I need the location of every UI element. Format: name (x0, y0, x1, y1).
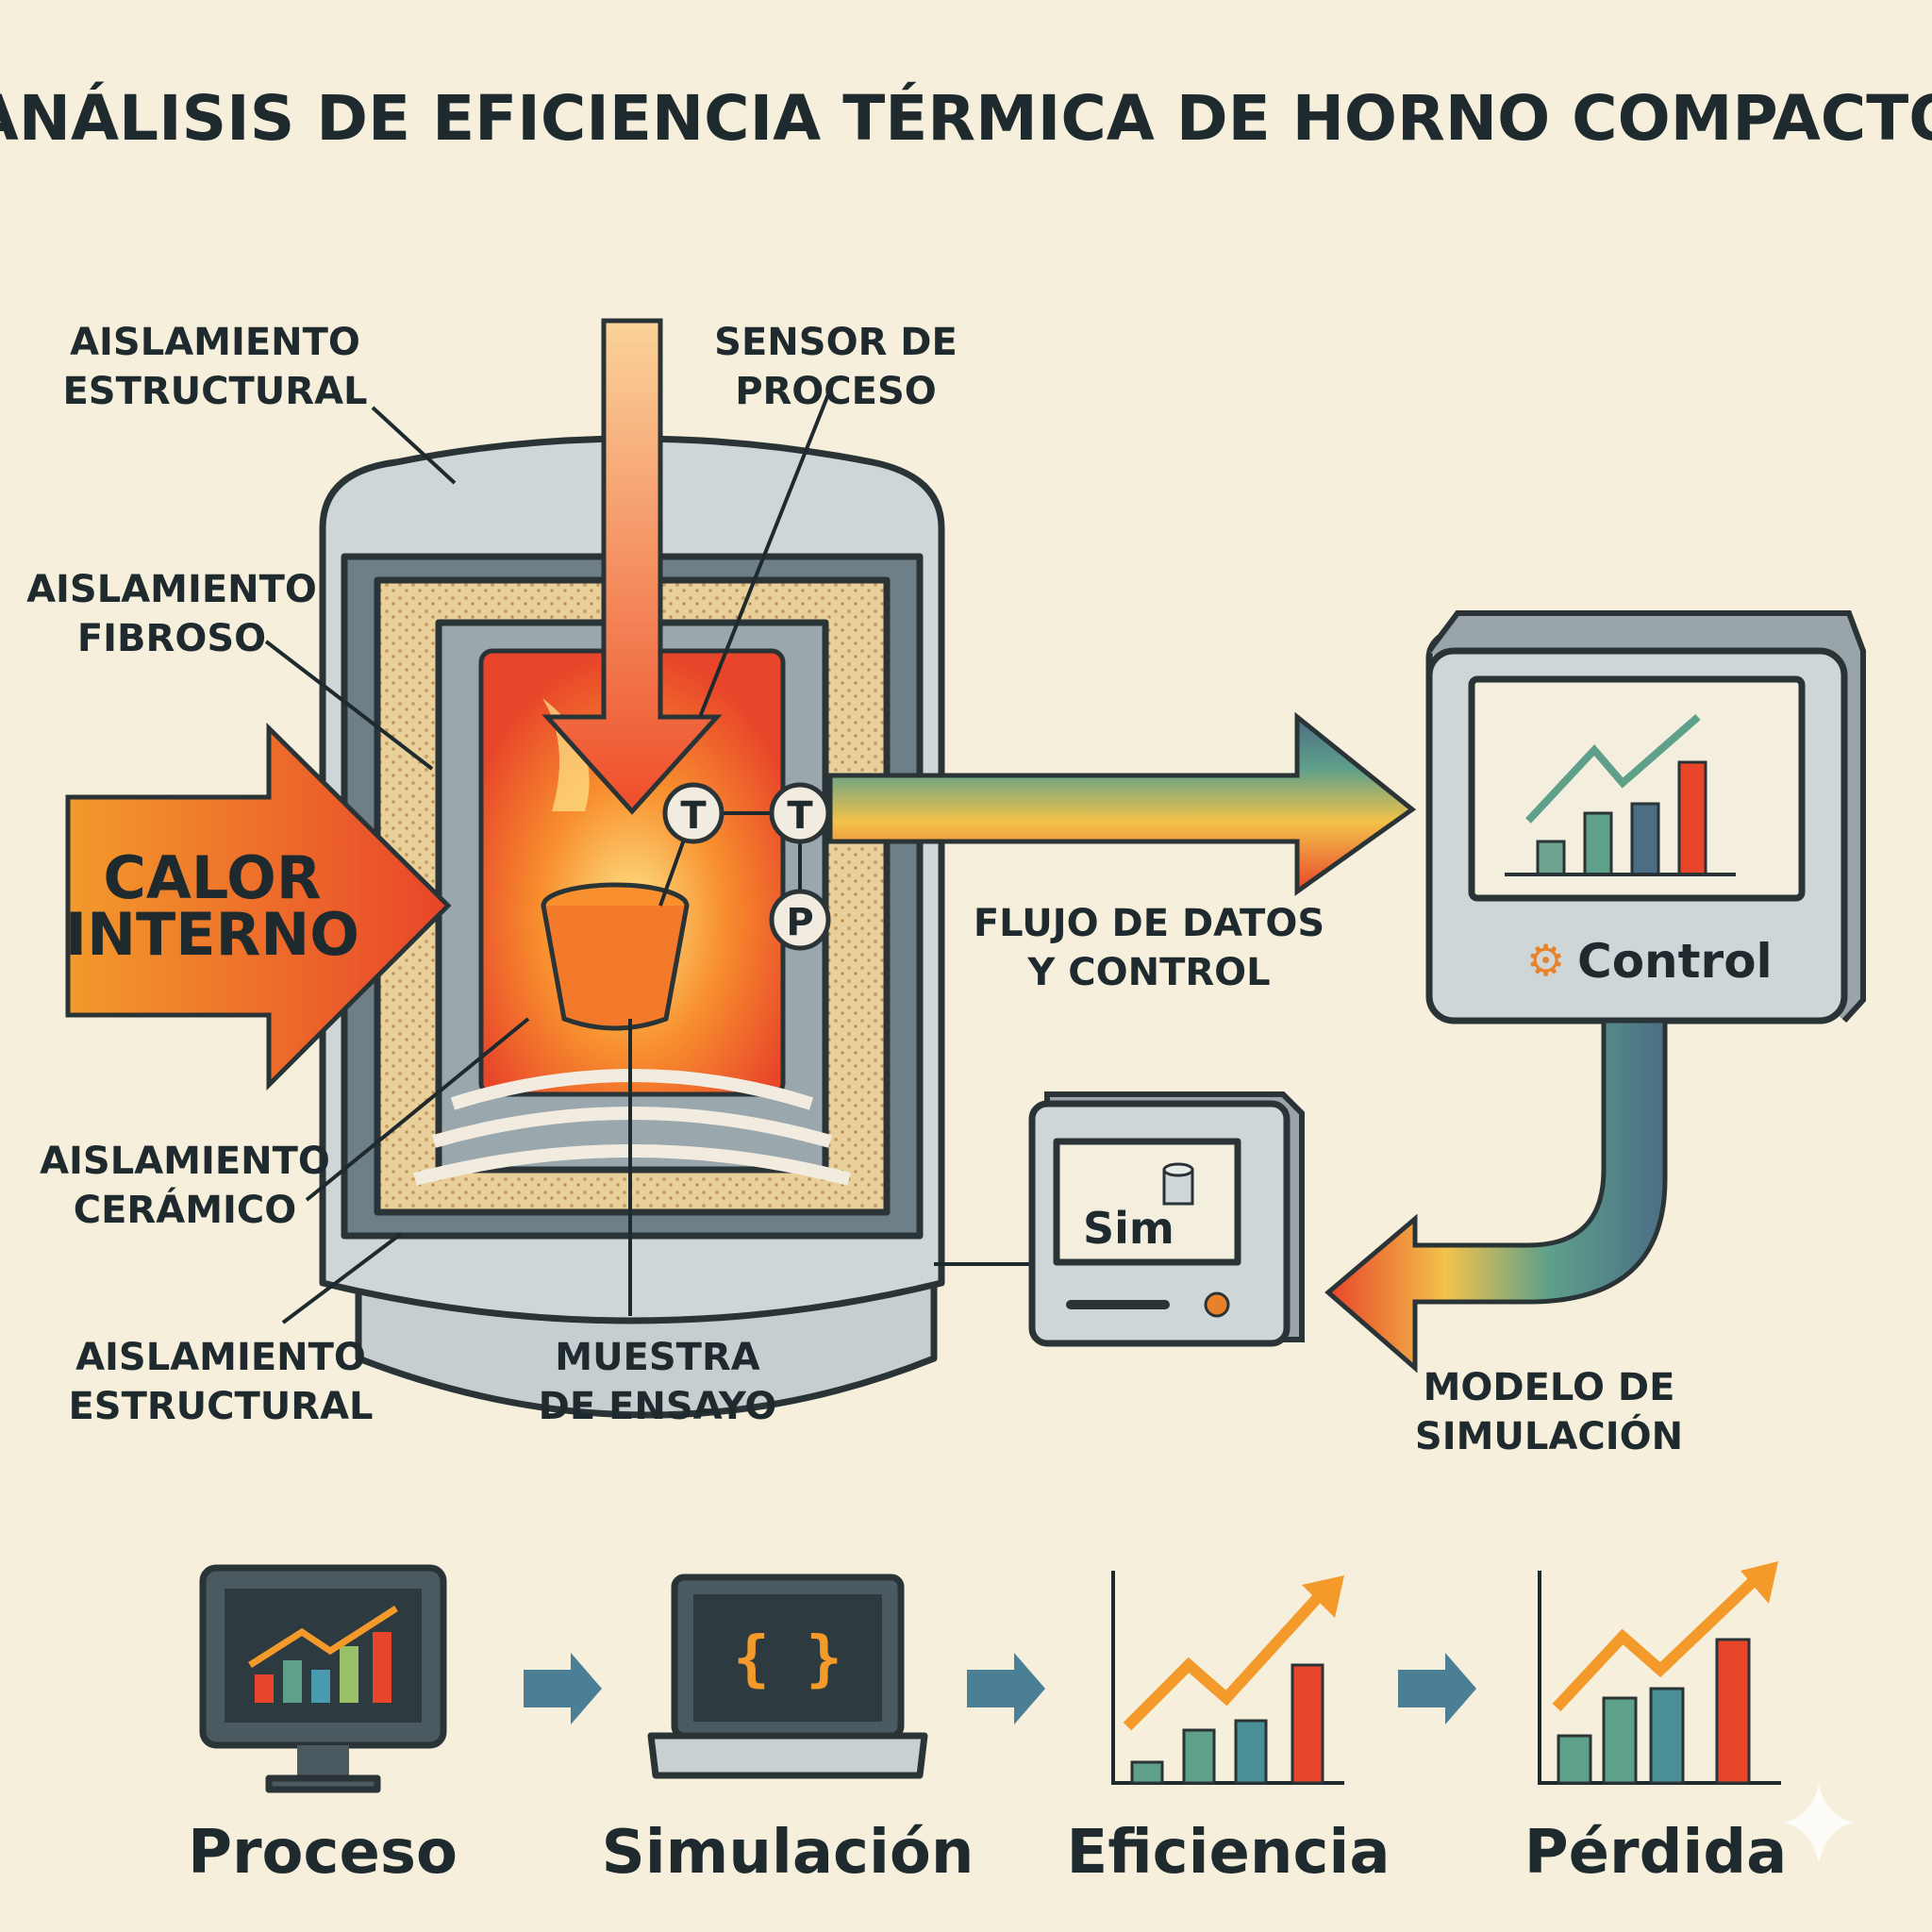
workflow-step-simulacion[interactable]: { } Simulación (602, 1574, 974, 1888)
label-muestra-ensayo: DE ENSAYO (539, 1385, 777, 1428)
workflow-label: Eficiencia (1066, 1818, 1390, 1888)
workflow-label: Pérdida (1524, 1818, 1788, 1888)
control-panel[interactable]: ⚙ Control (1425, 610, 1866, 1024)
label-aislamiento-estructural-bottom: AISLAMIENTO (75, 1336, 366, 1379)
label-modelo-simulacion: SIMULACIÓN (1415, 1413, 1683, 1458)
workflow-step-proceso[interactable]: Proceso (188, 1564, 458, 1888)
workflow-step-perdida[interactable]: Pérdida (1524, 1561, 1788, 1888)
page-title: ANÁLISIS DE EFICIENCIA TÉRMICA DE HORNO … (0, 81, 1932, 155)
simulation-return-arrow (1324, 1018, 1668, 1374)
control-label: Control (1577, 934, 1773, 989)
simulation-panel[interactable]: Sim (1028, 1091, 1305, 1347)
data-flow-arrow (827, 711, 1417, 896)
label-aislamiento-fibroso: AISLAMIENTO (26, 568, 317, 611)
sim-screen (1053, 1138, 1241, 1266)
sensor-t2: T (769, 782, 831, 844)
sim-label: Sim (1083, 1203, 1174, 1254)
label-sensor-proceso: SENSOR DE (714, 321, 958, 364)
label-aislamiento-ceramico: AISLAMIENTO (40, 1140, 330, 1183)
test-sample-crucible (541, 882, 690, 1031)
sensor-p: P (769, 889, 831, 951)
sparkle-icon (1784, 1783, 1854, 1863)
label-flujo-datos: FLUJO DE DATOS (974, 902, 1324, 945)
label-aislamiento-estructural-bottom: ESTRUCTURAL (68, 1385, 373, 1428)
database-icon (1162, 1162, 1194, 1206)
step-arrow-icon (967, 1653, 1045, 1724)
svg-text:P: P (786, 901, 813, 944)
svg-text:T: T (787, 794, 813, 838)
calor-label: CALOR (103, 843, 321, 912)
step-arrow-icon (524, 1653, 602, 1724)
label-flujo-datos: Y CONTROL (1026, 951, 1270, 994)
workflow-label: Simulación (602, 1818, 974, 1888)
code-braces-icon: { } (733, 1624, 842, 1694)
label-aislamiento-estructural-top: ESTRUCTURAL (62, 370, 367, 413)
label-sensor-proceso: PROCESO (735, 370, 937, 413)
calor-label: INTERNO (65, 900, 359, 969)
heat-down-arrow (541, 318, 723, 815)
workflow-step-eficiencia[interactable]: Eficiencia (1066, 1571, 1391, 1888)
workflow-label: Proceso (188, 1818, 458, 1888)
label-aislamiento-fibroso: FIBROSO (77, 617, 266, 660)
label-muestra-ensayo: MUESTRA (555, 1336, 760, 1379)
step-arrow-icon (1398, 1653, 1476, 1724)
label-modelo-simulacion: MODELO DE (1424, 1366, 1675, 1409)
svg-text:T: T (680, 794, 707, 838)
label-aislamiento-ceramico: CERÁMICO (74, 1187, 296, 1232)
internal-heat-arrow (65, 723, 452, 1091)
label-aislamiento-estructural-top: AISLAMIENTO (70, 321, 360, 364)
sensor-t1: T (662, 782, 724, 844)
gear-icon: ⚙ (1526, 935, 1565, 986)
